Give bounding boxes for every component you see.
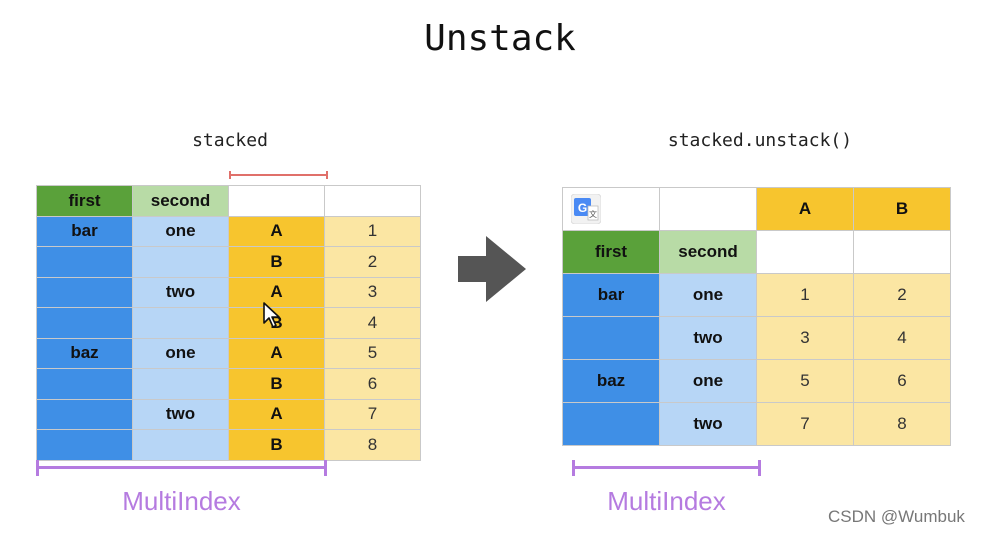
index-second xyxy=(132,429,229,461)
header-first: first xyxy=(36,185,133,217)
index-first xyxy=(36,276,133,308)
page-title: Unstack xyxy=(424,18,576,59)
header-second: second xyxy=(659,230,757,274)
table-row: two A 3 xyxy=(36,276,421,308)
value-cell: 4 xyxy=(324,307,421,339)
left-caption: stacked xyxy=(192,130,268,151)
table-row: B 2 xyxy=(36,246,421,278)
index-second: two xyxy=(132,398,229,430)
column-level-marker xyxy=(229,171,328,179)
value-cell: 5 xyxy=(324,337,421,369)
value-cell: 6 xyxy=(324,368,421,400)
index-header-row: first second xyxy=(562,230,951,274)
table-row: baz one A 5 xyxy=(36,337,421,369)
column-label: A xyxy=(228,398,325,430)
value-cell: 2 xyxy=(853,273,951,317)
value-cell: 6 xyxy=(853,359,951,403)
index-first xyxy=(562,316,660,360)
header-empty xyxy=(756,230,854,274)
index-first xyxy=(36,307,133,339)
index-second: one xyxy=(659,359,757,403)
index-second: two xyxy=(659,402,757,446)
value-cell: 7 xyxy=(756,402,854,446)
index-first xyxy=(36,368,133,400)
multiindex-label-left: MultiIndex xyxy=(122,486,241,516)
index-second: one xyxy=(132,215,229,247)
unstacked-table: G 文 A B first second bar one 1 2 two 3 4… xyxy=(562,187,951,446)
column-label: A xyxy=(228,276,325,308)
arrow-right-icon xyxy=(458,236,526,302)
table-row: two 7 8 xyxy=(562,402,951,446)
header-empty xyxy=(228,185,325,217)
index-first: baz xyxy=(36,337,133,369)
svg-text:文: 文 xyxy=(589,209,597,219)
index-second xyxy=(132,368,229,400)
table-row: baz one 5 6 xyxy=(562,359,951,403)
column-label: A xyxy=(228,215,325,247)
index-first: bar xyxy=(36,215,133,247)
column-label: B xyxy=(228,246,325,278)
header-second: second xyxy=(132,185,229,217)
index-second xyxy=(132,307,229,339)
multiindex-bracket-left xyxy=(36,460,327,476)
column-header-b: B xyxy=(853,187,951,231)
column-label: B xyxy=(228,429,325,461)
table-row: two 3 4 xyxy=(562,316,951,360)
index-second: one xyxy=(659,273,757,317)
index-first: baz xyxy=(562,359,660,403)
header-first: first xyxy=(562,230,660,274)
table-row: B 4 xyxy=(36,307,421,339)
table-row: B 8 xyxy=(36,429,421,461)
index-second: two xyxy=(132,276,229,308)
value-cell: 5 xyxy=(756,359,854,403)
header-empty xyxy=(324,185,421,217)
index-first: bar xyxy=(562,273,660,317)
value-cell: 3 xyxy=(324,276,421,308)
header-empty xyxy=(853,230,951,274)
table-header-row: G 文 A B xyxy=(562,187,951,231)
index-first xyxy=(562,402,660,446)
value-cell: 8 xyxy=(324,429,421,461)
svg-text:G: G xyxy=(578,201,587,215)
multiindex-bracket-right xyxy=(572,460,761,476)
table-row: bar one 1 2 xyxy=(562,273,951,317)
value-cell: 1 xyxy=(756,273,854,317)
value-cell: 8 xyxy=(853,402,951,446)
index-first xyxy=(36,398,133,430)
table-header-row: first second xyxy=(36,185,421,217)
value-cell: 7 xyxy=(324,398,421,430)
google-translate-icon: G 文 xyxy=(571,194,601,224)
table-row: bar one A 1 xyxy=(36,215,421,247)
index-second: one xyxy=(132,337,229,369)
column-header-a: A xyxy=(756,187,854,231)
column-label: A xyxy=(228,337,325,369)
watermark: CSDN @Wumbuk xyxy=(828,507,965,526)
table-row: B 6 xyxy=(36,368,421,400)
table-row: two A 7 xyxy=(36,398,421,430)
value-cell: 1 xyxy=(324,215,421,247)
stacked-table: first second bar one A 1 B 2 two A 3 B 4… xyxy=(36,185,421,461)
right-caption: stacked.unstack() xyxy=(667,130,853,151)
value-cell: 4 xyxy=(853,316,951,360)
value-cell: 2 xyxy=(324,246,421,278)
column-label: B xyxy=(228,368,325,400)
index-first xyxy=(36,246,133,278)
cursor-icon xyxy=(263,302,280,328)
corner-cell xyxy=(659,187,757,231)
index-second xyxy=(132,246,229,278)
corner-cell: G 文 xyxy=(562,187,660,231)
index-first xyxy=(36,429,133,461)
index-second: two xyxy=(659,316,757,360)
value-cell: 3 xyxy=(756,316,854,360)
multiindex-label-right: MultiIndex xyxy=(607,486,726,516)
